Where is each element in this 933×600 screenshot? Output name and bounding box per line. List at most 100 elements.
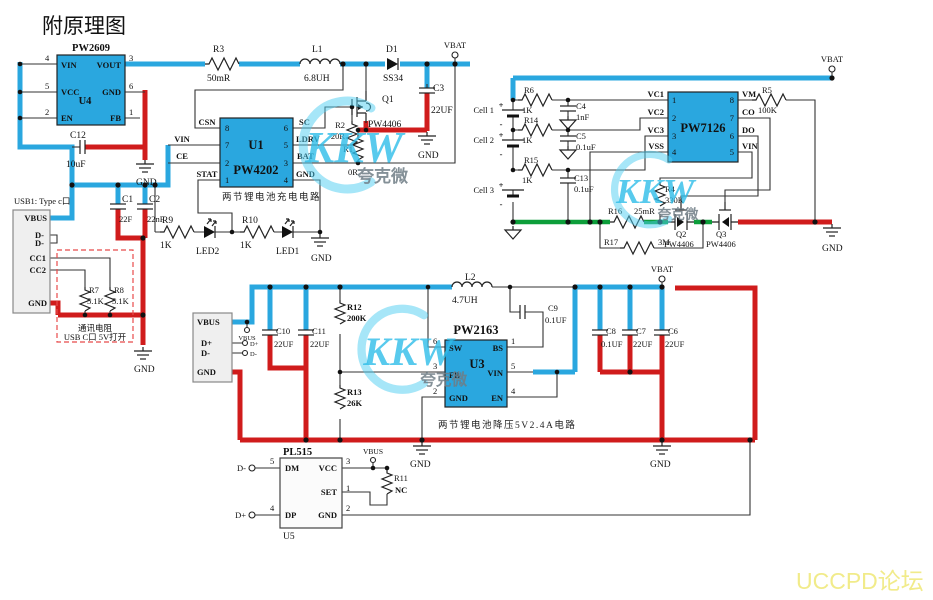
page-title: 附原理图 bbox=[42, 14, 126, 38]
conn-pin-gnd: GND bbox=[197, 367, 216, 377]
u5-pin-dm: DM bbox=[285, 463, 299, 473]
watermark-kkw-1: KKW 夸克微 bbox=[298, 96, 409, 194]
buck-red-wires bbox=[232, 285, 758, 443]
c9-ref: C9 bbox=[548, 303, 558, 313]
u5-pin-set: SET bbox=[321, 487, 337, 497]
ground-triangle-icon bbox=[559, 145, 577, 160]
r17-ref: R17 bbox=[604, 237, 618, 247]
ground-icon bbox=[135, 159, 155, 173]
u5-num-2: 2 bbox=[346, 503, 350, 513]
ic-pw7126 bbox=[667, 91, 739, 163]
led2-label: LED2 bbox=[196, 247, 219, 257]
q1-ref: Q1 bbox=[382, 95, 394, 105]
watermark-company-text: 夸克微 bbox=[657, 206, 699, 222]
capacitor-icon bbox=[519, 304, 526, 320]
usb-pin-gnd: GND bbox=[28, 298, 47, 308]
dp-stub-label: D+ bbox=[250, 341, 259, 348]
usb-pin-dm1: D- bbox=[35, 230, 44, 240]
c1-val: 22F bbox=[119, 214, 133, 224]
watermark-company-text: 夸克微 bbox=[357, 166, 409, 186]
l2-ref: L2 bbox=[465, 273, 476, 283]
cell2-label: Cell 2 bbox=[473, 135, 494, 145]
ic-pw2163 bbox=[444, 339, 508, 408]
c6-val: 22UF bbox=[665, 339, 685, 349]
c2-ref: C2 bbox=[149, 195, 160, 205]
q2-val: PW4406 bbox=[664, 239, 694, 249]
resistor-icon bbox=[334, 384, 346, 410]
charger-section: PW2609 U4 VIN VCC EN VOUT GND FB 4 5 2 3… bbox=[17, 40, 470, 345]
r15-ref: R15 bbox=[524, 155, 538, 165]
pl515-section: PL515 U5 DM DP VCC SET GND 5 4 3 1 2 D- … bbox=[235, 440, 751, 542]
vbat-terminal bbox=[451, 51, 459, 59]
u4-num-5: 5 bbox=[45, 81, 49, 91]
r4-ref: R4 bbox=[665, 184, 676, 194]
u1-num-1: 1 bbox=[225, 175, 229, 185]
c12-ref: C12 bbox=[70, 131, 86, 141]
u4-pin-vcc: VCC bbox=[61, 87, 79, 97]
vbus-connector bbox=[192, 312, 233, 383]
q1-val: PW4406 bbox=[368, 120, 402, 130]
watermark-kkw-3: KKW 夸克微 bbox=[357, 304, 467, 394]
gnd-label-led: GND bbox=[311, 254, 332, 264]
u1-part: PW4202 bbox=[233, 163, 278, 177]
u2-pin-vc3: VC3 bbox=[647, 125, 664, 135]
u3-pin-fb: FB bbox=[449, 370, 460, 380]
usb-connector bbox=[12, 209, 51, 314]
u5-ref: U5 bbox=[283, 532, 295, 542]
d1-val: SS34 bbox=[383, 74, 403, 84]
u2-num-6: 6 bbox=[730, 131, 734, 141]
r4-val: 330K bbox=[665, 195, 685, 205]
gnd-label-usb: GND bbox=[134, 365, 155, 375]
r7-val: 5.1K bbox=[87, 296, 105, 306]
q3-ref: Q3 bbox=[716, 229, 726, 239]
vbat-terminal bbox=[828, 65, 836, 73]
cell3-label: Cell 3 bbox=[473, 185, 494, 195]
c5-ref: C5 bbox=[576, 131, 586, 141]
gnd-label-buck: GND bbox=[650, 460, 671, 470]
vbat-label-3: VBAT bbox=[651, 264, 674, 274]
watermark-brand-text: KKW bbox=[362, 329, 456, 374]
u5-pin-dp: DP bbox=[285, 510, 296, 520]
u1-num-4: 4 bbox=[284, 175, 289, 185]
pl515-dp-label: D+ bbox=[235, 510, 246, 520]
u2-pin-vc1: VC1 bbox=[647, 89, 664, 99]
u2-pin-co: CO bbox=[742, 107, 755, 117]
q2-ref: Q2 bbox=[676, 229, 686, 239]
u3-num-5: 5 bbox=[511, 361, 515, 371]
u5-num-4: 4 bbox=[270, 503, 275, 513]
r7-ref: R7 bbox=[89, 285, 99, 295]
u3-pin-gnd: GND bbox=[449, 393, 468, 403]
u3-pin-bs: BS bbox=[493, 343, 504, 353]
r8-ref: R8 bbox=[114, 285, 124, 295]
watermark-kkw-2: KKW 夸克微 bbox=[611, 150, 699, 229]
u1-pin-vin: VIN bbox=[174, 134, 190, 144]
u1-pin-stat: STAT bbox=[197, 169, 218, 179]
r9-val: 1K bbox=[160, 241, 172, 251]
u2-pin-do: DO bbox=[742, 125, 755, 135]
c7-ref: C7 bbox=[636, 326, 646, 336]
c2-val: 22nF bbox=[147, 214, 165, 224]
c10-ref: C10 bbox=[276, 326, 290, 336]
u1-pin-csn: CSN bbox=[198, 117, 216, 127]
resistor-icon bbox=[204, 57, 240, 71]
l1-val: 6.8UH bbox=[304, 74, 330, 84]
watermark-company-text: 夸克微 bbox=[419, 370, 467, 389]
ground-icon bbox=[822, 223, 842, 237]
vbat-label-2: VBAT bbox=[821, 54, 844, 64]
capacitor-icon bbox=[559, 105, 577, 112]
dm-terminal bbox=[248, 464, 256, 472]
r11-val: NC bbox=[395, 485, 407, 495]
u4-part: PW2609 bbox=[72, 43, 110, 54]
junction-dots bbox=[17, 61, 835, 471]
u1-num-5: 5 bbox=[284, 140, 288, 150]
capacitor-icon bbox=[559, 135, 577, 142]
gnd-label-prot: GND bbox=[822, 244, 843, 254]
u4-pin-vin: VIN bbox=[61, 60, 77, 70]
c12-val: 10uF bbox=[66, 160, 86, 170]
u1-num-3: 3 bbox=[284, 158, 288, 168]
u4-pin-vout: VOUT bbox=[97, 60, 122, 70]
r13-ref: R13 bbox=[347, 387, 362, 397]
cell1-plus: + bbox=[499, 100, 504, 110]
c1-ref: C1 bbox=[122, 195, 133, 205]
vbus-net-label: VBUS bbox=[238, 335, 256, 342]
